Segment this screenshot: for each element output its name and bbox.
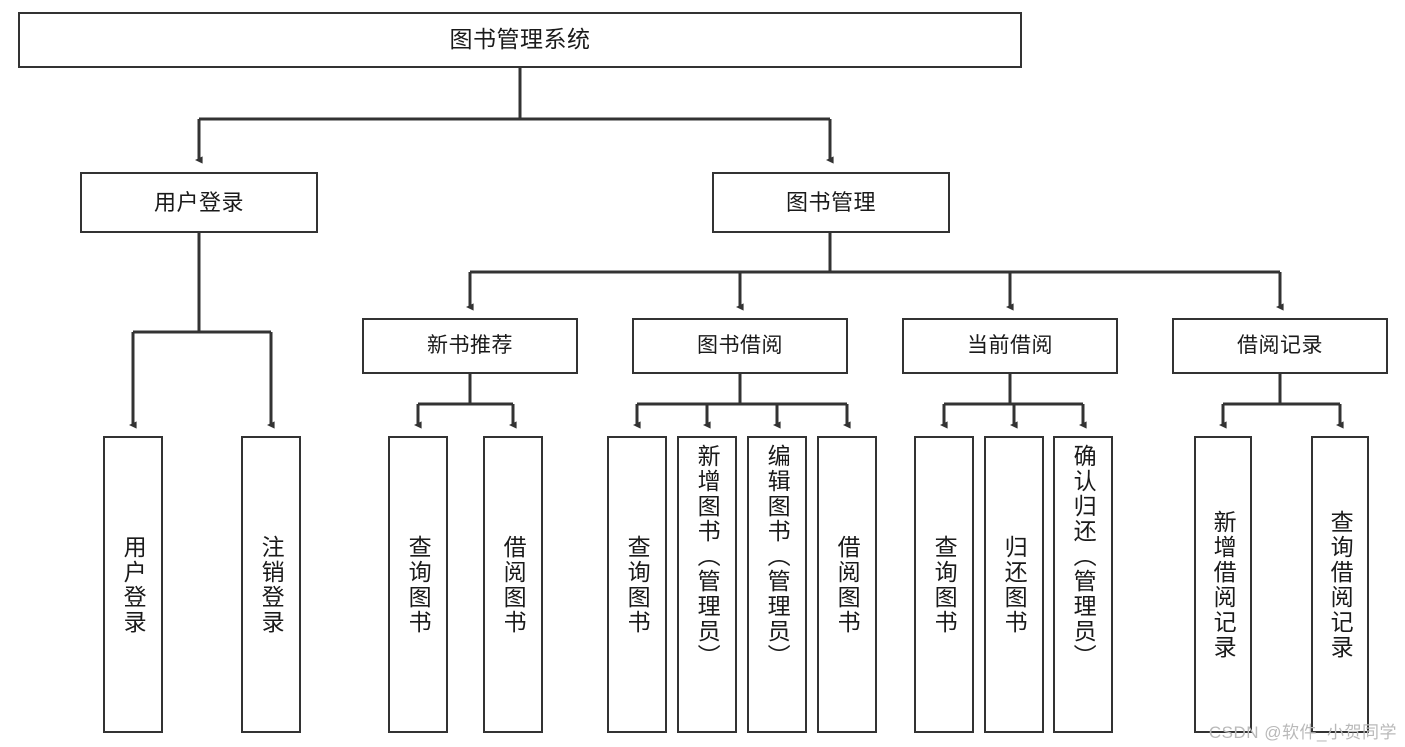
node-label: 借阅图书 — [500, 534, 527, 635]
node-label: 新书推荐 — [427, 333, 513, 357]
connector-group-book-borrow — [632, 374, 851, 429]
connector-group-book-manage — [465, 233, 1284, 311]
csdn-watermark: CSDN @软件_小贺同学 — [1208, 723, 1397, 742]
leaf-edit-book-admin[interactable]: 编辑图书（管理员） — [747, 436, 807, 733]
connector-group-root — [194, 68, 834, 164]
node-label: 编辑图书（管理员） — [764, 444, 791, 669]
node-current-borrow[interactable]: 当前借阅 — [902, 318, 1118, 374]
node-borrow-record[interactable]: 借阅记录 — [1172, 318, 1388, 374]
leaf-confirm-return-admin[interactable]: 确认归还（管理员） — [1053, 436, 1113, 733]
node-label: 注销登录 — [258, 534, 285, 635]
leaf-add-book-admin[interactable]: 新增图书（管理员） — [677, 436, 737, 733]
leaf-query-book-current[interactable]: 查询图书 — [914, 436, 974, 733]
node-label: 借阅图书 — [834, 534, 861, 635]
node-label: 图书管理 — [785, 189, 876, 215]
node-label: 查询借阅记录 — [1327, 509, 1354, 660]
node-book-borrow[interactable]: 图书借阅 — [632, 318, 848, 374]
node-label: 查询图书 — [931, 534, 958, 635]
node-label: 当前借阅 — [967, 333, 1053, 357]
leaf-query-borrow-record[interactable]: 查询借阅记录 — [1311, 436, 1369, 733]
node-label: 新增图书（管理员） — [694, 444, 721, 669]
node-label: 查询图书 — [624, 534, 651, 635]
node-label: 查询图书 — [405, 534, 432, 635]
node-label: 新增借阅记录 — [1210, 509, 1237, 660]
node-label: 用户登录 — [120, 534, 147, 635]
leaf-query-book-recommend[interactable]: 查询图书 — [388, 436, 448, 733]
leaf-borrow-book-recommend[interactable]: 借阅图书 — [483, 436, 543, 733]
connector-group-borrow-record — [1218, 374, 1344, 429]
leaf-add-borrow-record[interactable]: 新增借阅记录 — [1194, 436, 1252, 733]
node-label: 确认归还（管理员） — [1070, 444, 1097, 669]
connector-group-user-login — [128, 233, 275, 429]
connector-group-current-borrow — [939, 374, 1087, 429]
node-user-login[interactable]: 用户登录 — [80, 172, 318, 233]
node-label: 用户登录 — [153, 189, 244, 215]
node-label: 借阅记录 — [1237, 333, 1323, 357]
node-label: 归还图书 — [1001, 534, 1028, 635]
node-new-book-recommend[interactable]: 新书推荐 — [362, 318, 578, 374]
leaf-borrow-book[interactable]: 借阅图书 — [817, 436, 877, 733]
leaf-query-book-borrow[interactable]: 查询图书 — [607, 436, 667, 733]
node-label: 图书管理系统 — [449, 26, 591, 53]
node-label: 图书借阅 — [697, 333, 783, 357]
connector-group-new-book-rec — [413, 374, 517, 429]
leaf-return-book[interactable]: 归还图书 — [984, 436, 1044, 733]
leaf-user-login[interactable]: 用户登录 — [103, 436, 163, 733]
node-root-system[interactable]: 图书管理系统 — [18, 12, 1022, 68]
node-book-manage[interactable]: 图书管理 — [712, 172, 950, 233]
leaf-logout-login[interactable]: 注销登录 — [241, 436, 301, 733]
